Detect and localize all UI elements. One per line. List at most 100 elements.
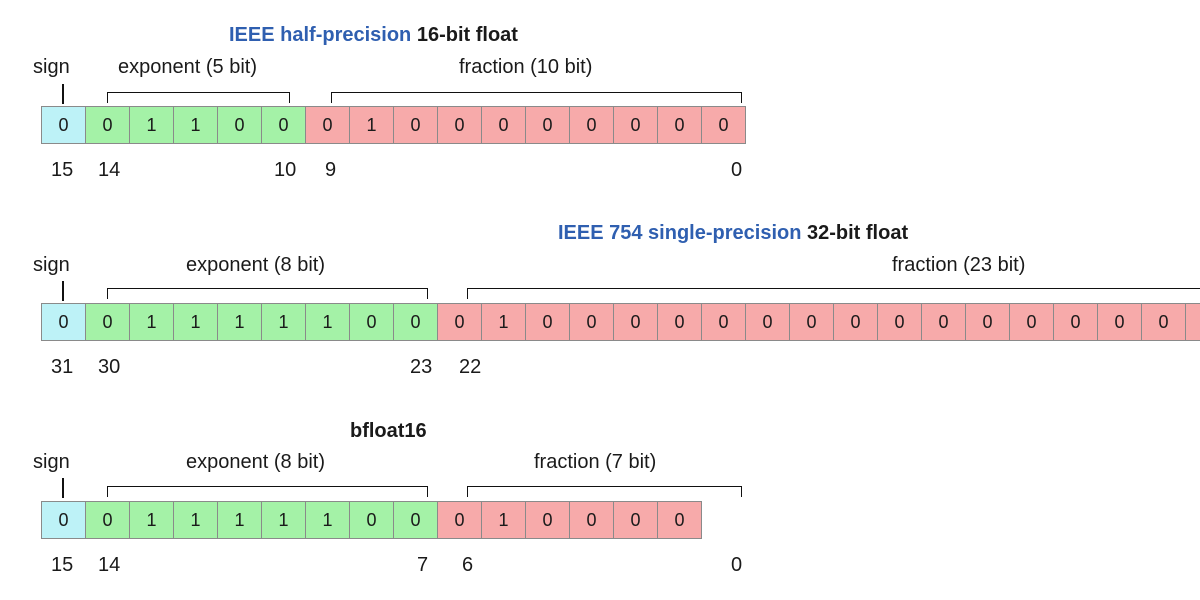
- single-bit-fraction-cell: 0: [745, 303, 790, 341]
- single-title: IEEE 754 single-precision 32-bit float: [558, 222, 908, 245]
- half-bit-fraction-cell: 0: [701, 106, 746, 144]
- half-fraction-label: fraction (10 bit): [459, 56, 593, 78]
- bfloat-bit-fraction-cell: 0: [613, 501, 658, 539]
- bfloat-bit-exponent-cell: 1: [305, 501, 350, 539]
- bfloat-index-sign: 15: [51, 554, 74, 576]
- single-bit-exponent-cell: 1: [217, 303, 262, 341]
- half-exponent-bracket: [107, 92, 290, 103]
- single-bit-fraction-cell: 0: [877, 303, 922, 341]
- half-bit-exponent-cell: 0: [261, 106, 306, 144]
- half-bit-fraction-cell: 0: [481, 106, 526, 144]
- single-bit-fraction-cell: 0: [965, 303, 1010, 341]
- half-bit-fraction-cell: 0: [569, 106, 614, 144]
- half-bit-fraction-cell: 0: [525, 106, 570, 144]
- bfloat-bit-fraction-cell: 0: [657, 501, 702, 539]
- bfloat-exponent-bracket: [107, 486, 428, 497]
- single-bit-fraction-cell: 0: [613, 303, 658, 341]
- half-title-suffix: 16-bit float: [416, 24, 518, 46]
- single-bit-exponent-cell: 1: [173, 303, 218, 341]
- half-sign-label: sign: [33, 56, 70, 78]
- single-index-exp-end: 23: [410, 356, 433, 378]
- single-bit-fraction-cell: 0: [701, 303, 746, 341]
- bfloat-bit-exponent-cell: 1: [261, 501, 306, 539]
- bfloat-index-exp-end: 7: [417, 554, 429, 576]
- bfloat-title: bfloat16: [350, 420, 427, 442]
- single-fraction-bracket: [467, 288, 1200, 299]
- bfloat-sign-tick: [62, 478, 64, 498]
- single-sign-tick: [62, 281, 64, 301]
- single-bit-fraction-cell: 1: [481, 303, 526, 341]
- half-bit-exponent-cell: 0: [85, 106, 130, 144]
- single-title-suffix: 32-bit float: [807, 222, 909, 244]
- half-fraction-bracket: [331, 92, 742, 103]
- single-index-frac-start: 22: [459, 356, 482, 378]
- single-title-prefix: IEEE 754 single-precision: [558, 222, 802, 244]
- single-index-exp-start: 30: [98, 356, 121, 378]
- bfloat-index-frac-start: 6: [462, 554, 474, 576]
- single-bit-fraction-cell: 0: [525, 303, 570, 341]
- bfloat-bit-exponent-cell: 1: [217, 501, 262, 539]
- single-bit-fraction-cell: 0: [1097, 303, 1142, 341]
- single-bit-fraction-cell: 0: [833, 303, 878, 341]
- single-sign-label: sign: [33, 254, 70, 276]
- bfloat-fraction-label: fraction (7 bit): [534, 451, 657, 473]
- single-bit-fraction-cell: 0: [569, 303, 614, 341]
- bfloat-bit-fraction-cell: 0: [437, 501, 482, 539]
- half-bit-exponent-cell: 0: [217, 106, 262, 144]
- single-index-sign: 31: [51, 356, 74, 378]
- bfloat-exponent-label: exponent (8 bit): [186, 451, 325, 473]
- bfloat-bit-exponent-cell: 0: [85, 501, 130, 539]
- bfloat-sign-label: sign: [33, 451, 70, 473]
- single-bit-exponent-cell: 1: [129, 303, 174, 341]
- single-exponent-bracket: [107, 288, 428, 299]
- single-bit-sign-cell: 0: [41, 303, 86, 341]
- half-bit-sign-cell: 0: [41, 106, 86, 144]
- half-index-exp-start: 14: [98, 159, 121, 181]
- bfloat-bit-fraction-cell: 1: [481, 501, 526, 539]
- single-bit-exponent-cell: 0: [393, 303, 438, 341]
- half-bit-exponent-cell: 1: [129, 106, 174, 144]
- single-bit-fraction-cell: 0: [789, 303, 834, 341]
- bfloat-index-exp-start: 14: [98, 554, 121, 576]
- bfloat-fraction-bracket: [467, 486, 742, 497]
- single-bit-fraction-cell: 0: [1053, 303, 1098, 341]
- single-bit-exponent-cell: 1: [261, 303, 306, 341]
- half-title: IEEE half-precision 16-bit float: [229, 24, 518, 47]
- bfloat-bit-exponent-cell: 1: [173, 501, 218, 539]
- single-fraction-label: fraction (23 bit): [892, 254, 1026, 276]
- bfloat-index-frac-end: 0: [731, 554, 743, 576]
- bfloat-bit-fraction-cell: 0: [525, 501, 570, 539]
- single-bit-fraction-cell: 0: [1009, 303, 1054, 341]
- single-exponent-label: exponent (8 bit): [186, 254, 325, 276]
- single-bit-exponent-cell: 1: [305, 303, 350, 341]
- half-sign-tick: [62, 84, 64, 104]
- single-bit-exponent-cell: 0: [85, 303, 130, 341]
- half-index-frac-end: 0: [731, 159, 743, 181]
- half-index-exp-end: 10: [274, 159, 297, 181]
- half-title-prefix: IEEE half-precision: [229, 24, 412, 46]
- half-bit-fraction-cell: 0: [437, 106, 482, 144]
- bfloat-bit-exponent-cell: 0: [349, 501, 394, 539]
- half-bit-exponent-cell: 1: [173, 106, 218, 144]
- half-bit-fraction-cell: 0: [613, 106, 658, 144]
- half-bit-fraction-cell: 0: [657, 106, 702, 144]
- half-bit-fraction-cell: 0: [305, 106, 350, 144]
- half-bit-fraction-cell: 0: [393, 106, 438, 144]
- half-exponent-label: exponent (5 bit): [118, 56, 257, 78]
- single-bit-fraction-cell: 0: [437, 303, 482, 341]
- bfloat-bit-sign-cell: 0: [41, 501, 86, 539]
- half-index-sign: 15: [51, 159, 74, 181]
- bfloat-bit-exponent-cell: 1: [129, 501, 174, 539]
- single-bit-row: 001111100010000000000000000: [41, 303, 1200, 341]
- single-bit-fraction-cell: 0: [921, 303, 966, 341]
- single-bit-fraction-cell: 0: [657, 303, 702, 341]
- bfloat-bit-exponent-cell: 0: [393, 501, 438, 539]
- half-index-frac-start: 9: [325, 159, 337, 181]
- single-bit-fraction-cell: 0: [1141, 303, 1186, 341]
- single-bit-fraction-cell: 0: [1185, 303, 1200, 341]
- half-bit-fraction-cell: 1: [349, 106, 394, 144]
- bfloat-bit-fraction-cell: 0: [569, 501, 614, 539]
